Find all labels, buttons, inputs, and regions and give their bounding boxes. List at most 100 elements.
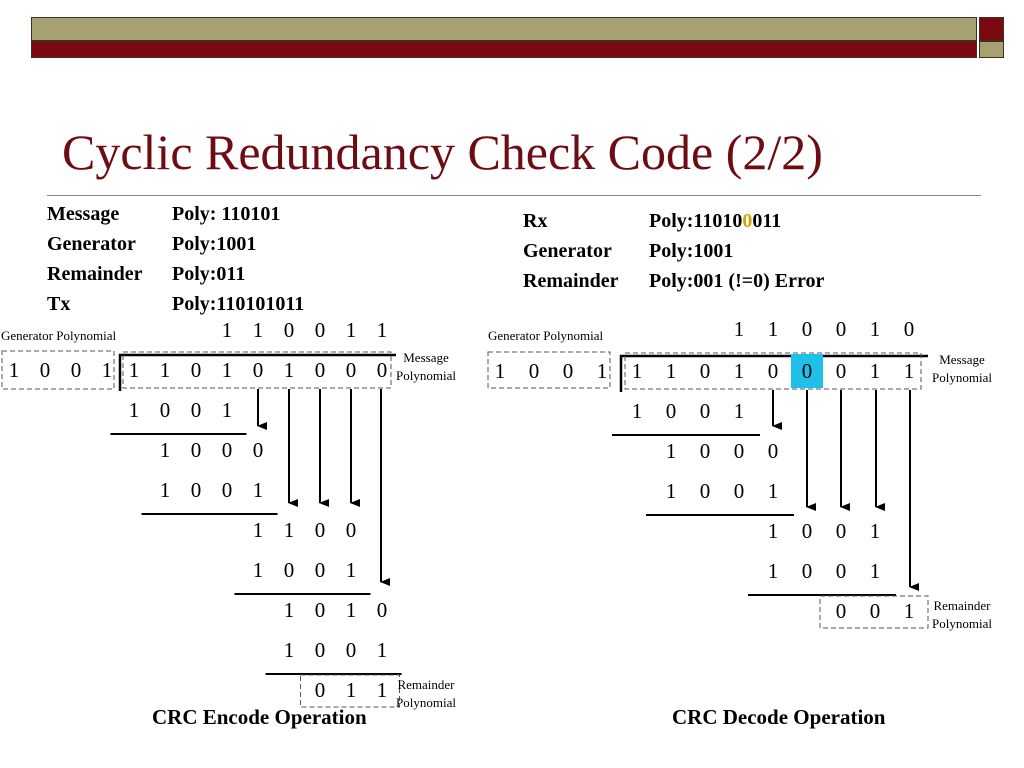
step-bit: 1 bbox=[377, 638, 388, 662]
rx-flipped-bit: 0 bbox=[742, 210, 753, 232]
generator-bit: 0 bbox=[40, 358, 51, 382]
decode-caption: CRC Decode Operation bbox=[672, 705, 886, 729]
generator-polynomial-label: Generator Polynomial bbox=[488, 328, 604, 343]
step-bit: 0 bbox=[191, 478, 202, 502]
step-bit: 1 bbox=[632, 399, 643, 423]
step-bit: 1 bbox=[734, 399, 745, 423]
remainder-bit: 1 bbox=[377, 678, 388, 702]
dividend-bit: 0 bbox=[836, 359, 847, 383]
step-bit: 0 bbox=[700, 399, 711, 423]
remainder-bit: 0 bbox=[870, 599, 881, 623]
dividend-bit: 1 bbox=[129, 358, 140, 382]
step-bit: 0 bbox=[700, 479, 711, 503]
step-bit: 1 bbox=[666, 479, 677, 503]
generator-bit: 1 bbox=[597, 359, 608, 383]
dividend-bit: 1 bbox=[284, 358, 295, 382]
step-bit: 1 bbox=[253, 518, 264, 542]
dividend-bit: 1 bbox=[632, 359, 643, 383]
message-polynomial-label: Message bbox=[939, 352, 985, 367]
step-bit: 1 bbox=[768, 559, 779, 583]
quotient-bit: 0 bbox=[284, 318, 295, 342]
dividend-bit: 1 bbox=[734, 359, 745, 383]
remainder-box bbox=[300, 674, 400, 708]
step-bit: 0 bbox=[191, 398, 202, 422]
info-key: Tx bbox=[47, 293, 71, 315]
step-bit: 0 bbox=[802, 519, 813, 543]
step-bit: 1 bbox=[129, 398, 140, 422]
step-bit: 1 bbox=[768, 479, 779, 503]
quotient-bit: 1 bbox=[870, 317, 881, 341]
step-bit: 1 bbox=[160, 478, 171, 502]
message-polynomial-label: Polynomial bbox=[396, 368, 456, 383]
info-key: Remainder bbox=[523, 270, 619, 292]
step-bit: 1 bbox=[870, 519, 881, 543]
step-bit: 1 bbox=[870, 559, 881, 583]
quotient-bit: 0 bbox=[802, 317, 813, 341]
generator-box bbox=[1, 350, 115, 390]
dividend-bit: 0 bbox=[346, 358, 357, 382]
dividend-bit: 0 bbox=[191, 358, 202, 382]
step-bit: 0 bbox=[734, 479, 745, 503]
step-bit: 0 bbox=[222, 478, 233, 502]
step-bit: 0 bbox=[315, 558, 326, 582]
generator-bit: 1 bbox=[495, 359, 506, 383]
info-value: Poly:110101011 bbox=[172, 293, 305, 315]
info-value: Poly:001 (!=0) Error bbox=[649, 270, 825, 292]
title-divider bbox=[47, 195, 981, 196]
quotient-bit: 0 bbox=[904, 317, 915, 341]
dividend-bit: 1 bbox=[160, 358, 171, 382]
info-key: Generator bbox=[47, 233, 136, 255]
remainder-bit: 1 bbox=[346, 678, 357, 702]
step-bit: 0 bbox=[700, 439, 711, 463]
info-key: Generator bbox=[523, 240, 612, 262]
quotient-bit: 1 bbox=[734, 317, 745, 341]
step-bit: 0 bbox=[253, 438, 264, 462]
quotient-bit: 1 bbox=[768, 317, 779, 341]
step-bit: 0 bbox=[666, 399, 677, 423]
step-bit: 0 bbox=[315, 598, 326, 622]
dividend-bit: 0 bbox=[253, 358, 264, 382]
step-bit: 0 bbox=[346, 638, 357, 662]
header-square-maroon bbox=[979, 17, 1004, 41]
step-bit: 0 bbox=[315, 518, 326, 542]
dividend-bit: 1 bbox=[222, 358, 233, 382]
header-bar-olive bbox=[31, 17, 977, 41]
dividend-bit: 0 bbox=[700, 359, 711, 383]
rx-prefix: Poly:11010 bbox=[649, 210, 743, 232]
dividend-bit: 0 bbox=[377, 358, 388, 382]
quotient-bit: 1 bbox=[346, 318, 357, 342]
dividend-box bbox=[624, 352, 922, 390]
info-value: Poly:110100011 bbox=[649, 206, 781, 236]
step-bit: 1 bbox=[346, 598, 357, 622]
division-bracket bbox=[619, 354, 928, 392]
step-bit: 1 bbox=[346, 558, 357, 582]
division-bracket bbox=[118, 353, 396, 391]
quotient-bit: 1 bbox=[377, 318, 388, 342]
step-bit: 0 bbox=[191, 438, 202, 462]
remainder-bit: 1 bbox=[904, 599, 915, 623]
rx-suffix: 011 bbox=[752, 210, 782, 232]
step-bit: 1 bbox=[284, 598, 295, 622]
info-value: Poly:1001 bbox=[172, 233, 257, 255]
dividend-bit: 0 bbox=[802, 359, 813, 383]
info-key: Message bbox=[47, 203, 120, 225]
step-bit: 1 bbox=[284, 638, 295, 662]
header-square-olive bbox=[979, 41, 1004, 58]
quotient-bit: 0 bbox=[315, 318, 326, 342]
step-bit: 0 bbox=[160, 398, 171, 422]
info-value: Poly:011 bbox=[172, 263, 246, 285]
quotient-bit: 1 bbox=[222, 318, 233, 342]
step-bit: 0 bbox=[377, 598, 388, 622]
header-bar-maroon bbox=[31, 41, 977, 58]
step-bit: 1 bbox=[666, 439, 677, 463]
info-key: Remainder bbox=[47, 263, 143, 285]
generator-polynomial-label: Generator Polynomial bbox=[1, 328, 117, 343]
dividend-bit: 0 bbox=[768, 359, 779, 383]
remainder-polynomial-label: Polynomial bbox=[396, 695, 456, 710]
error-bit-highlight bbox=[791, 354, 823, 388]
step-bit: 0 bbox=[346, 518, 357, 542]
step-bit: 0 bbox=[284, 558, 295, 582]
step-bit: 1 bbox=[253, 558, 264, 582]
